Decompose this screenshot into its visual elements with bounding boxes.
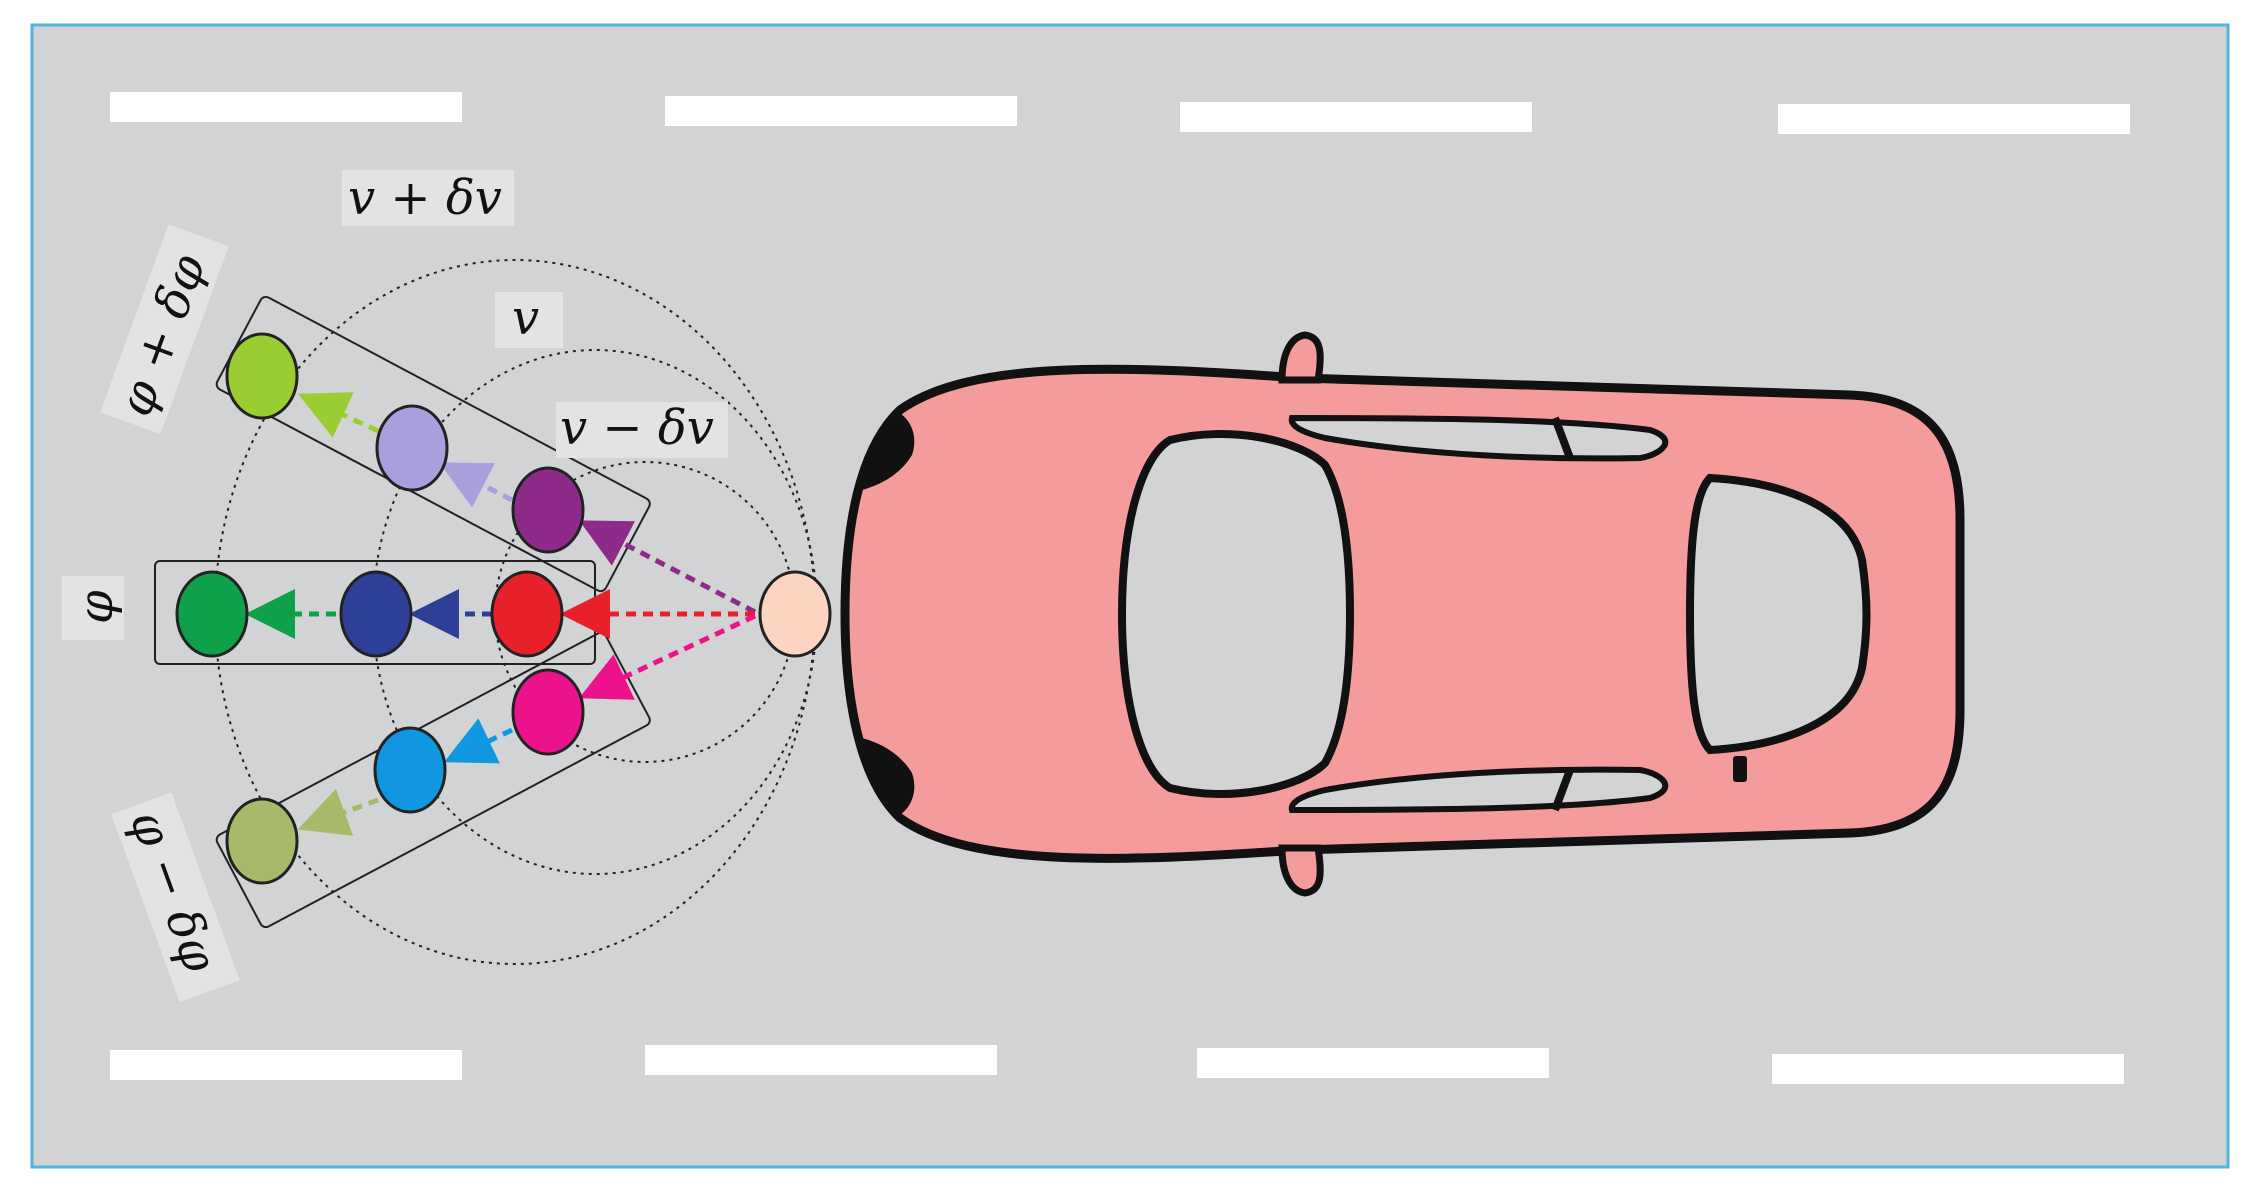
side-window-bottom — [1288, 766, 1669, 814]
position-olive — [225, 797, 299, 885]
arrow-to-purple — [579, 520, 757, 615]
lane-dash — [1180, 102, 1532, 132]
position-cyan — [373, 726, 447, 814]
position-purple — [511, 466, 585, 554]
label-bg — [342, 170, 514, 226]
position-magenta — [511, 668, 585, 756]
predicted-positions — [175, 332, 585, 885]
label-bg — [556, 402, 728, 458]
label-phi-group: φ — [62, 576, 124, 640]
label-v-minus: v − δv — [560, 400, 714, 456]
arrow-lavender-to-yellowgreen — [297, 392, 380, 438]
lane-dash — [110, 92, 462, 122]
lane-dash — [1197, 1048, 1549, 1078]
lane-dash — [645, 1045, 997, 1075]
label-v-plus: v + δv — [348, 170, 502, 226]
lane-dash — [665, 96, 1017, 126]
position-blue — [339, 570, 413, 658]
lane-dash — [1772, 1054, 2124, 1084]
arrow-cyan-to-olive — [297, 788, 379, 836]
label-bg — [495, 292, 563, 348]
mirror-top — [1278, 331, 1324, 384]
direction-arrows — [245, 392, 757, 836]
door-pillar-top — [1551, 416, 1574, 460]
car-front-corner-bottom — [862, 738, 915, 816]
pedestrian-icon — [758, 570, 832, 658]
label-v-group: v — [495, 290, 563, 348]
label-v-plus-group: v + δv — [342, 170, 514, 226]
label-bg — [111, 792, 240, 1003]
mirror-bottom — [1278, 844, 1324, 897]
lane-dash — [110, 1050, 462, 1080]
fuel-cap — [1733, 756, 1747, 782]
label-v: v — [512, 290, 539, 346]
position-lavender — [375, 404, 449, 492]
side-window-top — [1288, 414, 1669, 462]
rear-window — [1685, 473, 1871, 755]
lane-dash — [1778, 104, 2130, 134]
arrow-magenta-to-cyan — [443, 718, 514, 764]
windshield — [1117, 430, 1355, 798]
position-green — [175, 570, 249, 658]
position-red — [490, 570, 564, 658]
car-body — [840, 364, 1965, 863]
label-v-minus-group: v − δv — [556, 400, 728, 458]
door-pillar-bottom — [1551, 768, 1574, 812]
label-bg — [62, 576, 124, 640]
arrow-purple-to-lavender — [439, 462, 514, 508]
car-front-corner-top — [862, 412, 915, 490]
position-yellowgreen — [225, 332, 299, 420]
car-icon — [840, 331, 1965, 897]
arrow-to-magenta — [578, 613, 757, 700]
lane-markings — [110, 92, 2130, 1084]
label-phi: φ — [68, 590, 124, 624]
label-bg — [100, 224, 229, 435]
